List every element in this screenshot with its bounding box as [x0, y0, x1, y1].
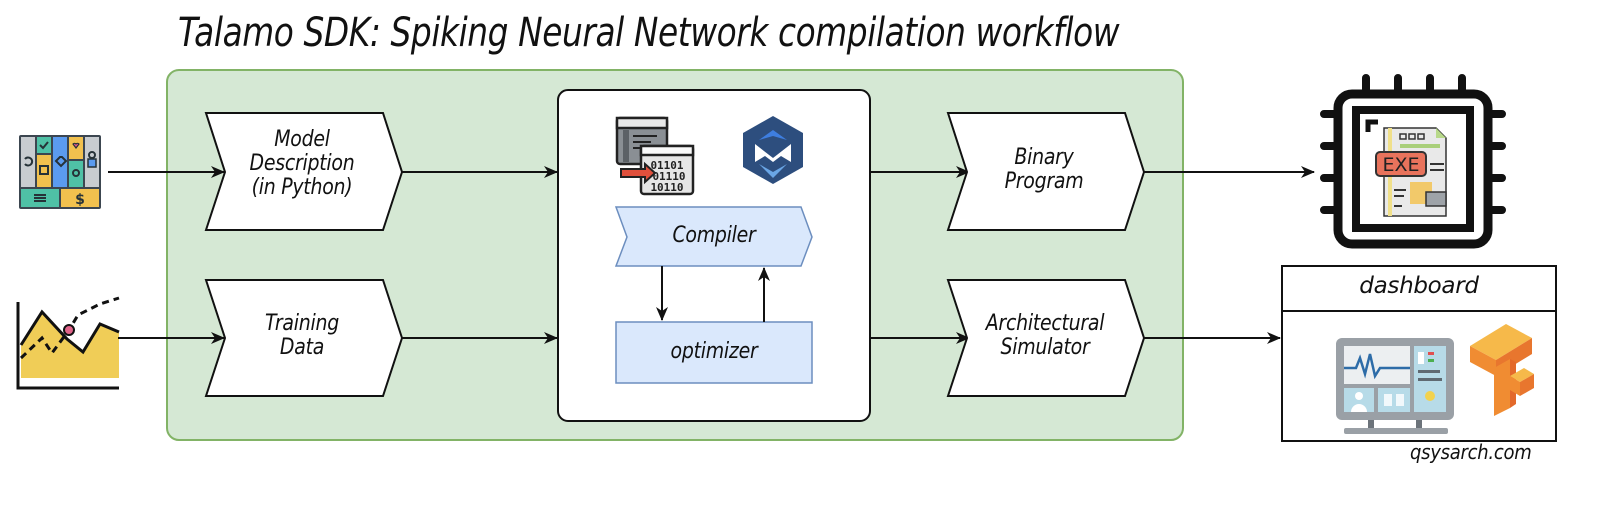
- optimizer-shape: [615, 321, 813, 384]
- binary-program-line: Binary: [1014, 145, 1074, 170]
- compiler-label: Compiler: [672, 223, 756, 248]
- model-description-shape: [204, 112, 404, 231]
- training-data-label: Training Data: [233, 312, 371, 360]
- model-description-line: Model: [274, 127, 330, 152]
- svg-text:10110: 10110: [650, 181, 683, 194]
- training-data-line: Data: [279, 335, 325, 360]
- area-chart-icon: [16, 296, 120, 390]
- svg-text:01110: 01110: [652, 170, 685, 183]
- architectural-simulator-shape: [946, 279, 1146, 397]
- code-to-binary-icon: 01101 01110 10110: [615, 116, 695, 196]
- binary-program-line: Program: [1004, 169, 1084, 194]
- watermark: qsysarch.com: [1410, 440, 1532, 464]
- model-description-line: (in Python): [251, 175, 353, 200]
- binary-program-shape: [946, 112, 1146, 231]
- compiler-shape: [614, 206, 813, 267]
- optimizer-label: optimizer: [670, 339, 758, 364]
- model-description-label: Model Description (in Python): [233, 128, 371, 200]
- diagram-title: Talamo SDK: Spiking Neural Network compi…: [178, 10, 1120, 56]
- svg-text:01101: 01101: [650, 159, 683, 172]
- dashboard-title: dashboard: [1359, 273, 1479, 299]
- m-hexagon-logo-icon: [743, 116, 803, 184]
- tensorflow-logo-icon: [1470, 324, 1534, 416]
- chip-exe-icon: EXE: [1320, 74, 1506, 249]
- architectural-simulator-line: Architectural: [985, 311, 1105, 336]
- svg-text:EXE: EXE: [1382, 154, 1419, 176]
- architectural-simulator-line: Simulator: [1000, 335, 1090, 360]
- model-description-line: Description: [249, 151, 355, 176]
- binary-program-label: Binary Program: [975, 146, 1113, 194]
- training-data-shape: [204, 279, 404, 397]
- training-data-line: Training: [265, 311, 339, 336]
- svg-text:$: $: [75, 192, 85, 208]
- kanban-board-icon: $: [19, 135, 101, 209]
- monitor-dashboard-icon: [1336, 338, 1454, 434]
- architectural-simulator-label: Architectural Simulator: [972, 312, 1118, 360]
